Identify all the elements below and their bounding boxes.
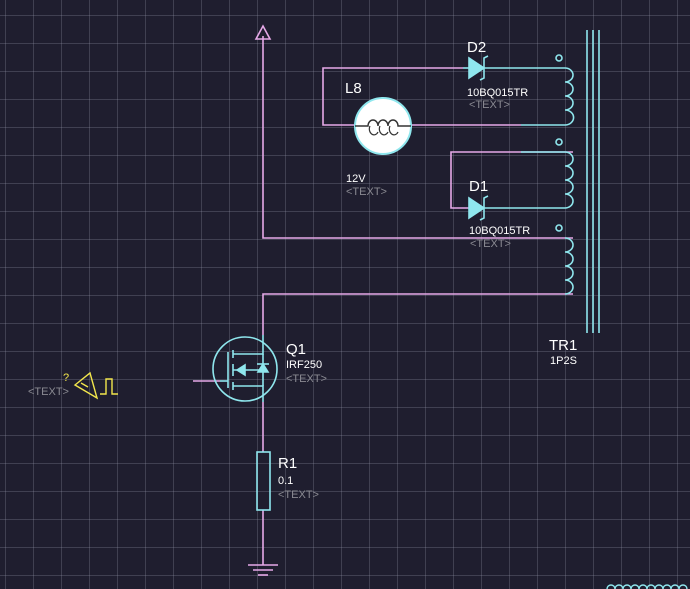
transformer-tr1-icon[interactable] <box>521 30 600 333</box>
q1-ref-label: Q1 <box>286 341 306 358</box>
lamp-loop-wire[interactable] <box>322 67 521 126</box>
power-rail-wire[interactable] <box>262 36 573 239</box>
ground-icon[interactable] <box>248 564 278 576</box>
lamp-l8-icon[interactable] <box>354 97 412 155</box>
d2-ref-label: D2 <box>467 39 486 56</box>
diode-d2-icon[interactable] <box>463 55 521 81</box>
resistor-r1-icon[interactable] <box>256 451 271 511</box>
r1-ref-label: R1 <box>278 455 297 472</box>
diode-d1-icon[interactable] <box>468 195 521 221</box>
d2-value-label: 10BQ015TR <box>467 87 528 99</box>
d1-value-label: 10BQ015TR <box>469 225 530 237</box>
d1-text-placeholder: <TEXT> <box>470 238 511 250</box>
d2-text-placeholder: <TEXT> <box>469 99 510 111</box>
source-text-placeholder: <TEXT> <box>28 386 69 398</box>
offscreen-coil-icon <box>606 584 688 589</box>
d1-ref-label: D1 <box>469 178 488 195</box>
r1-value-label: 0.1 <box>278 475 293 487</box>
tr1-ref-label: TR1 <box>549 337 577 354</box>
q1-value-label: IRF250 <box>286 359 322 371</box>
l8-text-placeholder: <TEXT> <box>346 186 387 198</box>
source-unknown-mark: ? <box>63 372 69 384</box>
drain-wire[interactable] <box>262 293 573 335</box>
q1-text-placeholder: <TEXT> <box>286 373 327 385</box>
mosfet-q1-icon[interactable] <box>212 335 278 402</box>
power-port-icon[interactable] <box>254 24 272 40</box>
tr1-value-label: 1P2S <box>550 355 577 367</box>
pulse-source-icon[interactable] <box>73 371 118 400</box>
r1-text-placeholder: <TEXT> <box>278 489 319 501</box>
l8-ref-label: L8 <box>345 80 362 97</box>
l8-value-label: 12V <box>346 173 366 185</box>
d1-loop-wire[interactable] <box>450 151 573 209</box>
wires <box>193 36 573 565</box>
